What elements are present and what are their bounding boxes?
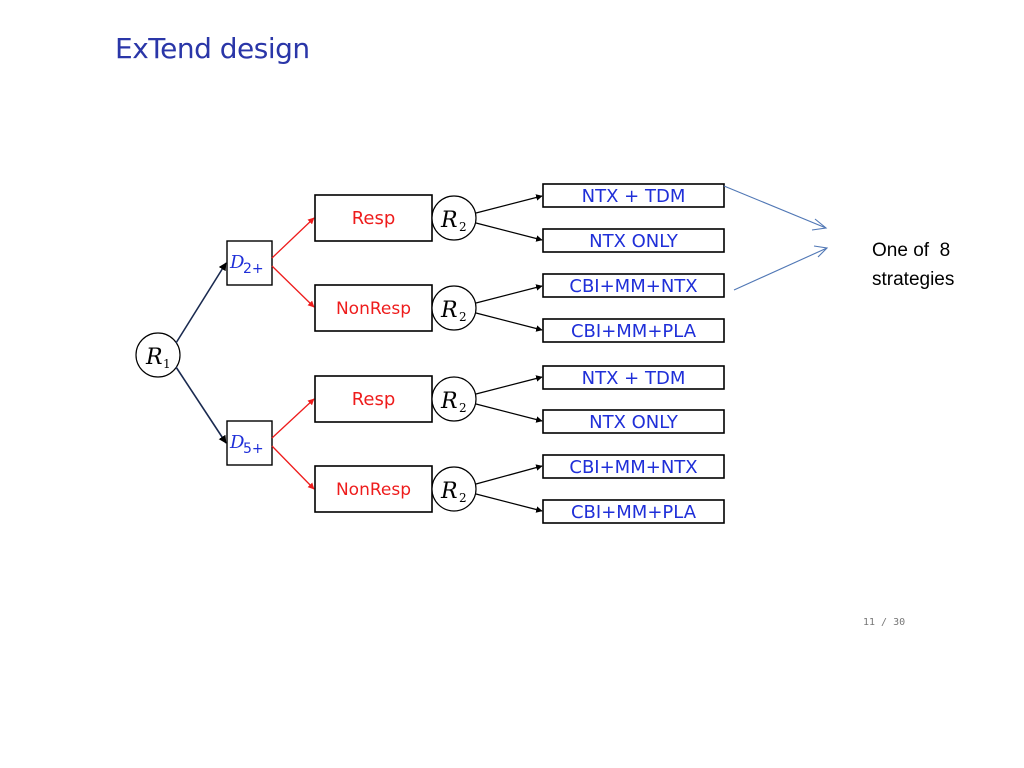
decision-node-d5: D 5+ xyxy=(226,420,273,466)
arrowhead-icon xyxy=(813,245,829,258)
rand-subscript: 2 xyxy=(459,220,467,234)
response-label: NonResp xyxy=(336,299,411,319)
response-box-d2-resp: Resp xyxy=(314,194,433,242)
randomization-node-r2: R 2 xyxy=(431,376,477,422)
option-label: CBI+MM+PLA xyxy=(571,502,697,523)
response-label: Resp xyxy=(352,389,396,410)
response-label: Resp xyxy=(352,208,396,229)
annotation-arrows xyxy=(723,185,829,291)
rand-symbol: R xyxy=(440,389,458,414)
option-label: CBI+MM+PLA xyxy=(571,321,697,342)
option-label: CBI+MM+NTX xyxy=(569,276,697,297)
option-box: CBI+MM+NTX xyxy=(542,454,725,479)
edge-r2-option xyxy=(475,312,543,332)
response-box-d5-nonresp: NonResp xyxy=(314,465,433,513)
root-subscript: 1 xyxy=(163,357,171,371)
option-box: NTX ONLY xyxy=(542,228,725,253)
slide-title: ExTend design xyxy=(115,32,310,65)
rand-subscript: 2 xyxy=(459,310,467,324)
option-label: CBI+MM+NTX xyxy=(569,457,697,478)
rand-subscript: 2 xyxy=(459,491,467,505)
edge-r2-option xyxy=(475,493,543,513)
option-label: NTX + TDM xyxy=(582,186,686,207)
option-box: NTX ONLY xyxy=(542,409,725,434)
decision-d2-subscript: 2+ xyxy=(243,261,264,277)
annotation-arrow-upper xyxy=(723,185,827,229)
strategies-annotation: One of 8 strategies xyxy=(872,236,1012,294)
edge-r2-option xyxy=(475,194,543,214)
option-box: CBI+MM+NTX xyxy=(542,273,725,298)
arrowhead-icon xyxy=(811,218,828,231)
annotation-line-1: One of 8 xyxy=(872,240,951,261)
annotation-arrow-lower xyxy=(733,247,828,291)
root-randomization-node: R 1 xyxy=(135,332,181,378)
edge-root-d2 xyxy=(175,262,227,344)
option-box: NTX + TDM xyxy=(542,183,725,208)
edge-r2-option xyxy=(475,222,543,242)
edge-d2-nonresp xyxy=(271,265,315,308)
root-symbol: R xyxy=(145,345,163,370)
edge-d2-resp xyxy=(271,217,315,259)
decision-node-d2: D 2+ xyxy=(226,240,273,286)
response-box-d5-resp: Resp xyxy=(314,375,433,423)
option-label: NTX ONLY xyxy=(589,231,679,252)
option-box: NTX + TDM xyxy=(542,365,725,390)
edge-r2-option xyxy=(475,375,543,395)
rand-subscript: 2 xyxy=(459,401,467,415)
edge-root-d5 xyxy=(175,366,227,444)
decision-d5-symbol: D xyxy=(229,432,245,453)
option-label: NTX + TDM xyxy=(582,368,686,389)
rand-symbol: R xyxy=(440,479,458,504)
decision-d5-subscript: 5+ xyxy=(243,441,264,457)
randomization-node-r2: R 2 xyxy=(431,195,477,241)
edge-d5-nonresp xyxy=(271,445,315,490)
page-number: 11 / 30 xyxy=(863,617,906,628)
edge-r2-option xyxy=(475,403,543,423)
rand-symbol: R xyxy=(440,298,458,323)
option-box: CBI+MM+PLA xyxy=(542,499,725,524)
randomization-node-r2: R 2 xyxy=(431,285,477,331)
edge-d5-resp xyxy=(271,398,315,439)
edge-r2-option xyxy=(475,284,543,304)
option-box: CBI+MM+PLA xyxy=(542,318,725,343)
option-label: NTX ONLY xyxy=(589,412,679,433)
response-box-d2-nonresp: NonResp xyxy=(314,284,433,332)
response-label: NonResp xyxy=(336,480,411,500)
decision-d2-symbol: D xyxy=(229,252,245,273)
randomization-node-r2: R 2 xyxy=(431,466,477,512)
annotation-line-2: strategies xyxy=(872,269,955,290)
edge-r2-option xyxy=(475,464,543,485)
rand-symbol: R xyxy=(440,208,458,233)
